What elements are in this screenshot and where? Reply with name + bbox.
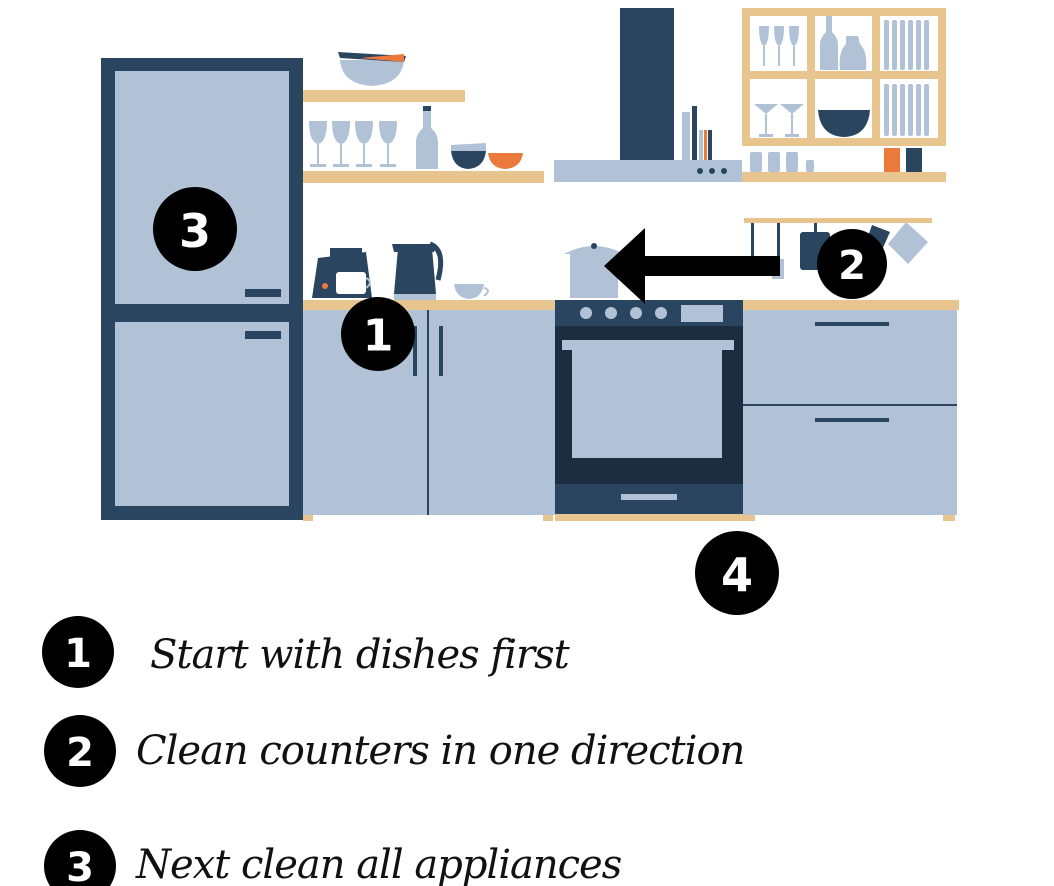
freezer-handle (245, 289, 281, 297)
step-1-number: 1 (64, 631, 92, 677)
left-arrow-icon (604, 228, 780, 304)
step-1-text: Start with dishes first (150, 632, 571, 678)
coffee-maker (312, 248, 372, 298)
marker-counter: 1 (341, 297, 415, 371)
marker-fridge: 3 (153, 187, 237, 271)
range-hood (554, 8, 742, 182)
marker-counter-number: 1 (363, 311, 394, 362)
refrigerator (101, 58, 303, 520)
step-2-text: Clean counters in one direction (136, 728, 744, 774)
marker-floor: 4 (695, 531, 779, 615)
step-2-badge (44, 715, 116, 787)
dish-cabinet (742, 8, 946, 182)
step-3-number: 3 (66, 845, 94, 886)
step-2: 2 Clean counters in one direction (44, 715, 745, 787)
step-3-badge (44, 830, 116, 886)
teacup (454, 284, 489, 299)
kettle (392, 241, 444, 300)
marker-stove-number: 2 (838, 243, 866, 289)
oven (555, 300, 743, 521)
open-shelves (303, 52, 544, 183)
fridge-handle (245, 331, 281, 339)
step-2-number: 2 (66, 730, 94, 776)
marker-stove: 2 (817, 229, 887, 299)
step-3: 3 Next clean all appliances (44, 830, 623, 886)
marker-floor-number: 4 (721, 548, 753, 602)
step-3-text: Next clean all appliances (135, 842, 622, 886)
step-1-badge (42, 616, 114, 688)
marker-fridge-number: 3 (179, 204, 211, 258)
step-1: 1 Start with dishes first (42, 616, 572, 688)
